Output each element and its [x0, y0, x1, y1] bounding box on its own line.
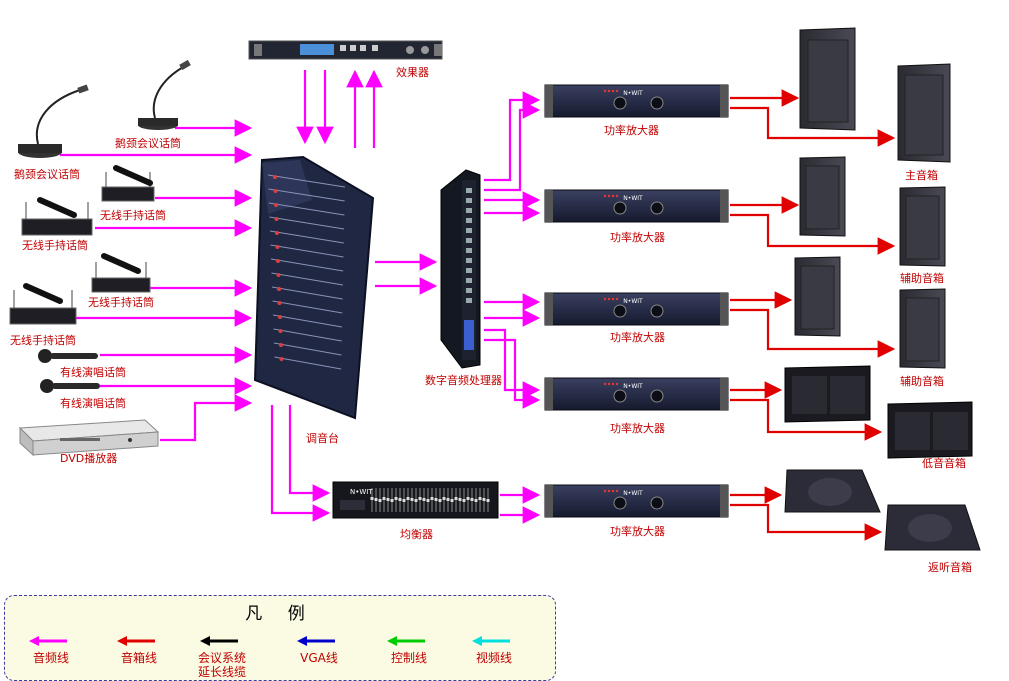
- equalizer-brand: N•WIT: [350, 488, 373, 496]
- wired-mic-1: [38, 349, 98, 363]
- label-wired-mic-2: 有线演唱话筒: [60, 397, 126, 410]
- power-amplifier-3: N•WIT: [544, 292, 729, 326]
- subwoofer-1: [784, 365, 871, 423]
- legend-label-5: 控制线: [390, 651, 427, 665]
- aux-speaker-1a: [799, 156, 846, 237]
- label-wireless-mic-4: 无线手持话筒: [10, 334, 76, 347]
- monitor-speaker-1: [784, 469, 881, 513]
- amp-brand: N•WIT: [623, 383, 643, 390]
- label-aux-speaker-2: 辅助音箱: [900, 375, 944, 388]
- aux-speaker-2a: [794, 256, 841, 337]
- power-amplifier-4: N•WIT: [544, 377, 729, 411]
- legend-label-1: 音频线: [32, 651, 69, 665]
- main-speaker-front: [799, 27, 856, 131]
- audio-lines: [60, 69, 541, 524]
- legend-label-6: 视频线: [475, 651, 512, 665]
- amp-brand: N•WIT: [623, 298, 643, 305]
- label-gooseneck-mic-1: 鹅颈会议话筒: [115, 137, 181, 150]
- label-monitor: 返听音箱: [928, 561, 972, 574]
- legend-box: 凡 例 音频线 音箱线 会议系统 延长线缆 VGA线 控制线 视频线: [4, 595, 556, 681]
- speaker-lines: [730, 89, 896, 541]
- legend-arrow-2: [117, 636, 155, 646]
- main-speaker-rear: [897, 63, 951, 163]
- gooseneck-mic-2: [18, 84, 89, 158]
- label-amp-4: 功率放大器: [610, 422, 665, 435]
- monitor-speaker-2: [884, 504, 981, 551]
- aux-speaker-1b: [899, 186, 946, 267]
- dvd-player: [18, 419, 160, 457]
- label-mixer: 调音台: [306, 432, 339, 445]
- label-amp-3: 功率放大器: [610, 331, 665, 344]
- legend-label-3: 会议系统 延长线缆: [197, 651, 246, 679]
- amp-brand: N•WIT: [623, 90, 643, 97]
- label-amp-2: 功率放大器: [610, 231, 665, 244]
- wireless-mic-set-2: [21, 197, 93, 236]
- legend-arrow-4: [297, 636, 335, 646]
- label-effects: 效果器: [396, 66, 429, 79]
- wireless-mic-set-3: [91, 253, 151, 293]
- legend-arrow-5: [387, 636, 425, 646]
- label-main-speaker: 主音箱: [905, 169, 938, 182]
- digital-audio-processor: [440, 169, 481, 369]
- label-wireless-mic-1: 无线手持话筒: [100, 209, 166, 222]
- legend-title: 凡 例: [245, 604, 315, 624]
- subwoofer-2: [887, 401, 973, 459]
- wireless-mic-set-4: [9, 283, 77, 325]
- label-wired-mic-1: 有线演唱话筒: [60, 366, 126, 379]
- power-amplifier-1: N•WIT: [544, 84, 729, 118]
- legend-arrow-6: [472, 636, 510, 646]
- amp-brand: N•WIT: [623, 490, 643, 497]
- gooseneck-mic-1: [138, 59, 191, 130]
- wired-mic-2: [40, 379, 100, 393]
- label-subwoofer: 低音音箱: [922, 457, 966, 470]
- legend-label-2: 音箱线: [120, 651, 157, 665]
- equalizer-unit: N•WIT: [332, 481, 499, 519]
- legend-label-4: VGA线: [300, 651, 338, 665]
- effects-processor: [248, 40, 443, 60]
- label-wireless-mic-2: 无线手持话筒: [22, 239, 88, 252]
- power-amplifier-2: N•WIT: [544, 189, 729, 223]
- power-amplifier-5: N•WIT: [544, 484, 729, 518]
- aux-speaker-2b: [899, 288, 946, 369]
- label-dvd: DVD播放器: [60, 452, 118, 465]
- wireless-mic-set-1: [101, 165, 155, 202]
- amp-brand: N•WIT: [623, 195, 643, 202]
- label-amp-1: 功率放大器: [604, 124, 659, 137]
- legend-arrow-3: [200, 636, 238, 646]
- mixer-console: [253, 155, 375, 420]
- label-processor: 数字音频处理器: [425, 374, 502, 387]
- label-equalizer: 均衡器: [400, 528, 433, 541]
- label-aux-speaker-1: 辅助音箱: [900, 272, 944, 285]
- label-amp-5: 功率放大器: [610, 525, 665, 538]
- label-wireless-mic-3: 无线手持话筒: [88, 296, 154, 309]
- label-gooseneck-mic-2: 鹅颈会议话筒: [14, 168, 80, 181]
- legend-arrow-1: [29, 636, 67, 646]
